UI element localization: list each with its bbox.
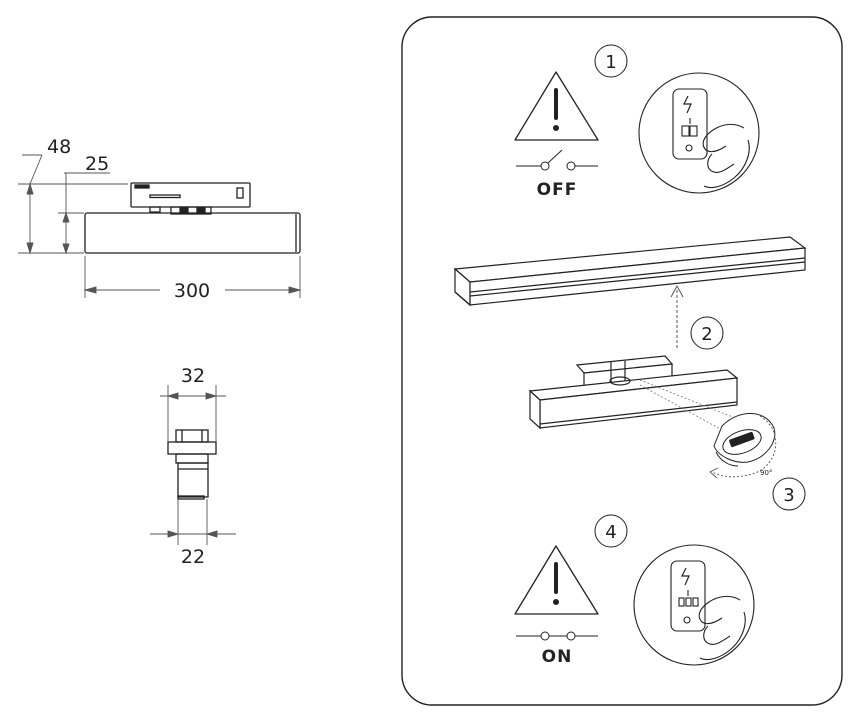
hand-press-icon — [633, 544, 755, 666]
step-4-number-circle — [594, 514, 628, 548]
step-2: 2 — [453, 236, 807, 431]
warning-triangle-icon — [514, 545, 599, 615]
dimension-label-22: 22 — [181, 546, 205, 568]
switch-off-label: OFF — [537, 180, 578, 200]
warning-triangle-icon — [514, 71, 599, 141]
step-2-number-circle — [690, 316, 724, 350]
switch-on-icon — [516, 631, 598, 641]
end-view-drawing — [167, 429, 217, 500]
step-4: 4 ON — [514, 514, 755, 667]
dimension-label-48: 48 — [47, 136, 71, 158]
detail-zoom-lines — [639, 379, 736, 431]
step-4-number: 4 — [605, 522, 616, 543]
step-3: 90° 3 — [709, 413, 806, 511]
step-3-number: 3 — [783, 485, 794, 506]
dimension-lines-end — [150, 385, 236, 545]
adapter-detail-drawing — [713, 413, 776, 467]
step-1: 1 OFF — [514, 44, 760, 200]
upward-arrow-icon — [670, 284, 684, 350]
step-1-number: 1 — [605, 52, 616, 73]
side-view-drawing — [84, 182, 301, 254]
dimension-lines-side — [18, 154, 302, 298]
step-3-number-circle — [772, 477, 806, 511]
dimension-label-25: 25 — [85, 153, 109, 175]
switch-off-icon — [516, 149, 598, 171]
step-1-number-circle — [594, 44, 628, 78]
dimension-label-32: 32 — [181, 365, 205, 387]
hand-press-icon — [638, 72, 760, 194]
rotation-angle-label: 90° — [760, 469, 772, 477]
luminaire-with-adapter-drawing — [528, 355, 739, 430]
dimension-label-300: 300 — [174, 280, 210, 302]
step-2-number: 2 — [701, 324, 712, 345]
track-rail-drawing — [453, 236, 807, 307]
rotation-arrow-icon — [709, 415, 777, 479]
switch-on-label: ON — [542, 647, 573, 667]
